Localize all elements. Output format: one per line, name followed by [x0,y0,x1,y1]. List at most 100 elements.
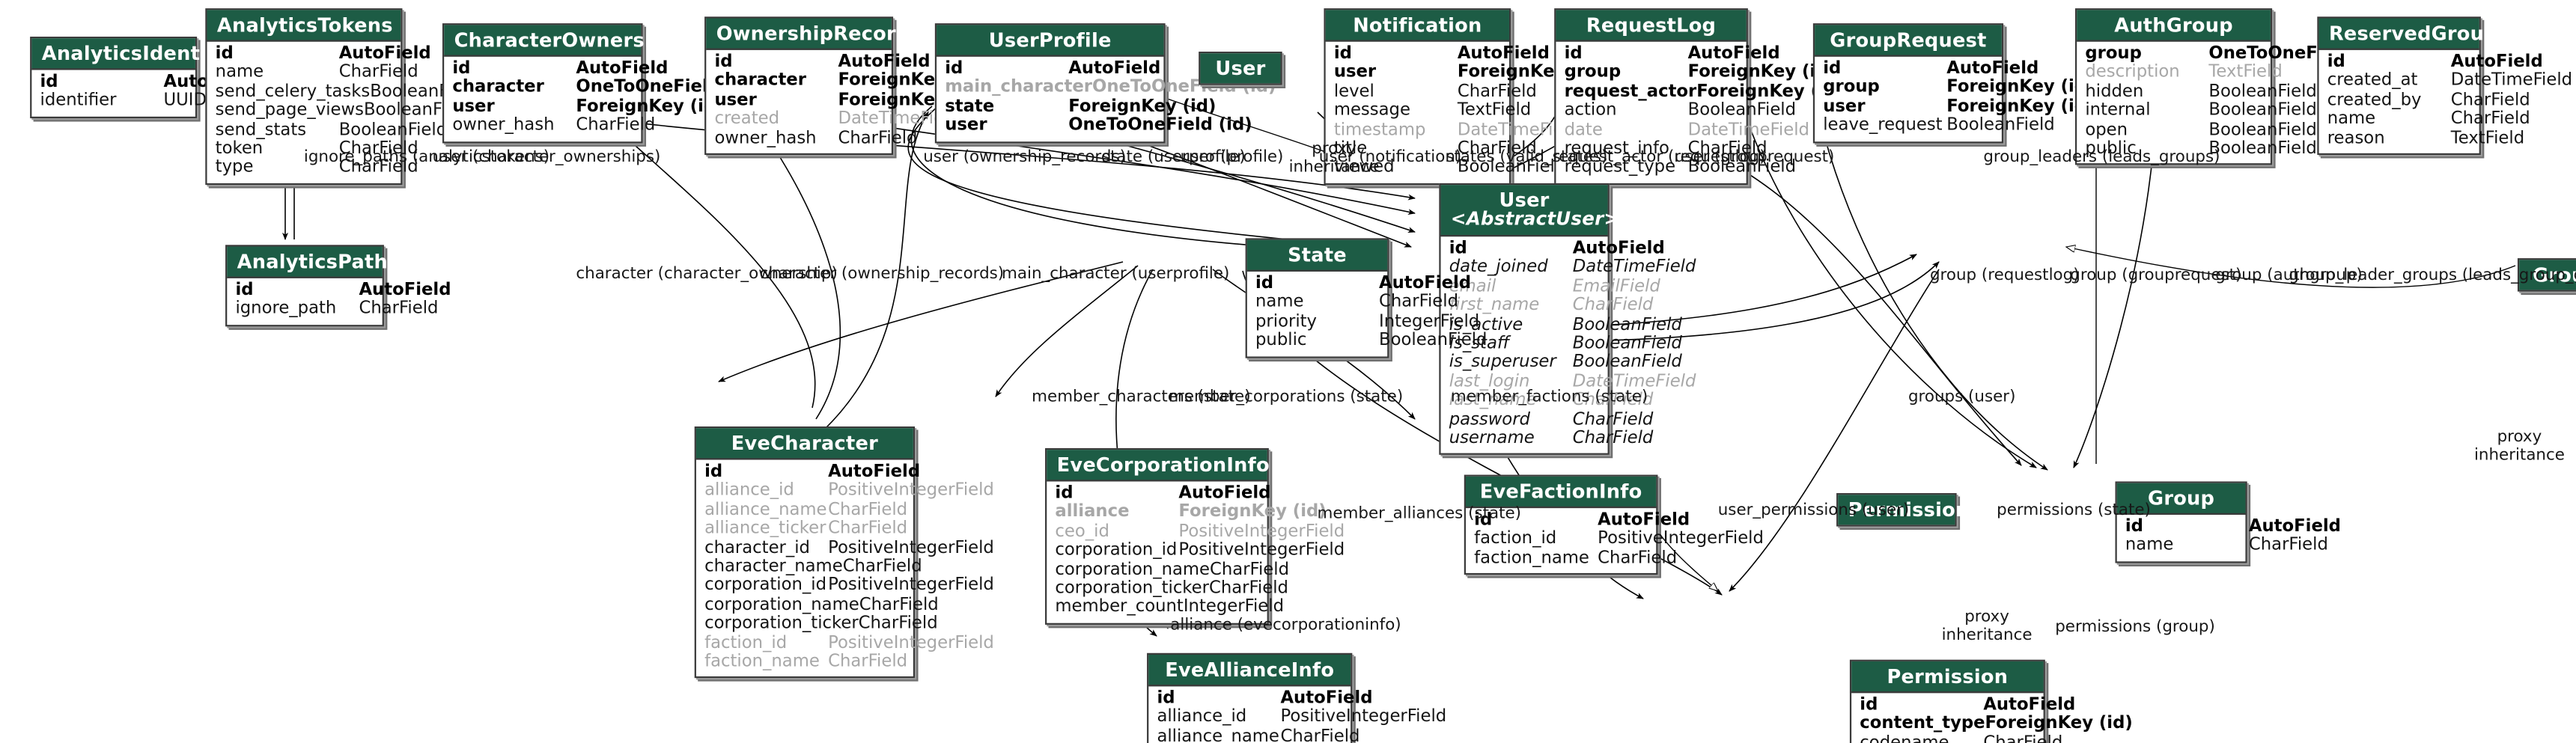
entity-title-evefactioninfo: EveFactionInfo [1466,476,1657,509]
field-type: AutoField [1068,60,1161,79]
edge-label-l15: group (requestlog) [1929,266,2080,285]
field-type: CharField [858,615,938,634]
field-type: BooleanField [1379,331,1488,351]
field-type: AutoField [1598,511,1690,531]
field-type: BooleanField [1946,117,2055,135]
field-name: id [704,462,723,482]
field-type: AutoField [1687,45,1780,64]
field-name: id [1333,45,1352,64]
field-name: name [215,64,264,83]
field-type: CharField [1457,140,1537,159]
field-name: id [1564,45,1583,64]
field-type: CharField [2450,91,2530,110]
field-type: AutoField [838,53,931,72]
field-name: request_info [1564,140,1669,159]
field-type: ForeignKey (id) [1687,64,1836,83]
field-row: title CharField [1333,140,1537,159]
edge-label-l29: permissions (group) [2055,618,2215,637]
field-name: faction_id [1474,530,1557,549]
entity-title-state: State [1246,239,1388,272]
field-name: id [945,60,963,79]
entity-title-evecorporationinfo: EveCorporationInfo [1047,450,1270,482]
field-type: DateTimeField [1572,259,1696,278]
edge-label-l7: main_character (userprofile) [1002,265,1230,284]
field-name: group [1823,79,1880,98]
entity-user_small[interactable]: User [1199,52,1282,85]
field-type: CharField [338,140,418,159]
field-name: email [1449,278,1496,296]
field-row: id AutoField [1564,45,1780,64]
field-name: corporation_name [704,596,859,615]
field-name: user [714,91,757,110]
field-name: state [945,97,995,117]
edge-label-l27: alliance (evecorporationinfo) [1170,616,1401,635]
field-type: BooleanField [2208,140,2317,159]
field-name: member_count [1055,599,1184,617]
field-type: CharField [338,159,418,177]
field-type: BooleanField [1572,353,1682,373]
field-name: identifier [40,92,117,111]
edge-label-l8: user (profile) [1180,148,1284,167]
field-name: id [1055,484,1074,504]
entity-group_right[interactable]: Group [2517,258,2576,292]
field-name: user [452,97,495,117]
field-name: priority [1255,313,1318,331]
field-name: internal [2085,102,2151,120]
edge-label-l25: user_permissions (user) [1717,501,1910,520]
entity-title-ownershiprecord: OwnershipRecord [706,18,910,50]
field-type: TextField [2450,129,2525,148]
field-name: is_superuser [1449,353,1556,373]
field-type: DateTimeField [1572,373,1696,391]
field-name: id [1860,696,1878,715]
field-name: title [1333,140,1368,159]
field-type: CharField [828,520,908,539]
edge-label-l3: user (character_ownerships) [432,148,661,167]
field-name: alliance_name [1157,727,1279,743]
edge-label-l24: member_alliances (state) [1317,504,1522,524]
field-name: owner_hash [714,129,817,148]
field-name: owner_hash [452,117,555,135]
entity-permission_small[interactable]: Permission [1836,493,1969,527]
